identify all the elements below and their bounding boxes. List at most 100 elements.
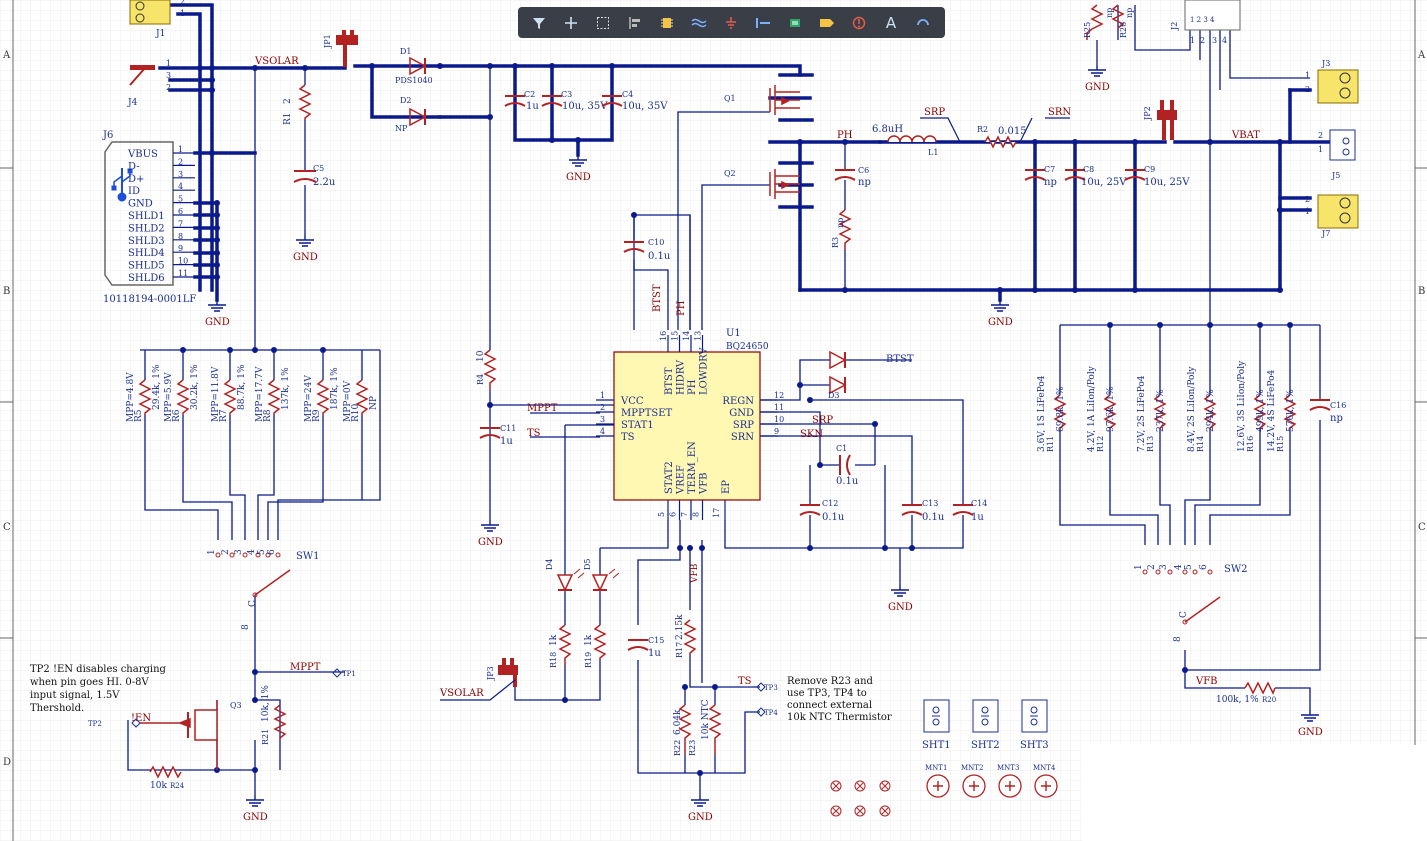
resistor-r1[interactable]: R1 2 (283, 84, 312, 125)
select-rect-icon[interactable] (590, 11, 616, 35)
capacitor-c9[interactable]: C9 10u, 25V (1124, 165, 1190, 188)
shunt-sht1[interactable]: SHT1 (922, 699, 951, 751)
capacitor-c5[interactable]: C5 2.2u (293, 164, 336, 188)
mosfet-q1[interactable]: Q1 (724, 85, 800, 115)
capacitor-c12[interactable]: C12 0.1u (799, 499, 845, 523)
testpoint-tp1[interactable]: TP1 (332, 668, 356, 678)
u1-pin-num: 4 (600, 427, 605, 436)
resistor-ref: R11 (1046, 436, 1055, 452)
diode-d1[interactable]: D1 PDS1040 (395, 47, 433, 85)
jumper-jp1[interactable]: JP1 (323, 30, 358, 67)
shunt-sht3[interactable]: SHT3 (1020, 699, 1049, 751)
capacitor-c7[interactable]: C7 np (1024, 165, 1057, 188)
resistor-ref: R15 (1276, 436, 1285, 452)
mosfet-q2[interactable]: Q2 (724, 169, 800, 199)
j1-pin1: 1 (180, 9, 185, 18)
capacitor-c8[interactable]: C8 10u, 25V (1064, 165, 1127, 188)
sw2-pin-contact (1207, 569, 1213, 575)
capacitor-c13[interactable]: C13 0.1u (901, 499, 945, 523)
resistor-r4[interactable]: R4 10 (476, 349, 497, 390)
resistor-r3[interactable]: R3 np (831, 209, 852, 250)
shunt-pin (1030, 706, 1038, 714)
mount-mnt4[interactable]: MNT4 (1033, 764, 1058, 798)
capacitor-c15[interactable]: C15 1u (627, 636, 664, 659)
connector-j1[interactable]: 2 1 J1 (129, 0, 185, 39)
capacitor-c16[interactable]: C16 np (1309, 399, 1346, 424)
resistor-r25[interactable]: R25 np (1083, 4, 1114, 40)
probe-icon[interactable] (846, 11, 872, 35)
arc-icon[interactable] (910, 11, 936, 35)
led-d5[interactable]: D5 (583, 558, 620, 592)
ic-u1[interactable]: U1 BQ24650 1VCC2MPPTSET3STAT14TS12REGN11… (596, 328, 784, 520)
connector-j7[interactable]: J7 2 1 (1305, 194, 1359, 238)
connector-j2[interactable]: 1 2 3 4 J2 1 2 3 4 (1170, 0, 1241, 45)
resistor-r26[interactable]: R26 np (1111, 4, 1134, 38)
ground-symbol: GND (688, 795, 713, 823)
shunt-sht2[interactable]: SHT2 (971, 699, 1000, 751)
jumper-jp2[interactable]: JP2 (1143, 100, 1177, 140)
resistor-r19[interactable]: R19 1k (584, 624, 607, 668)
crosshair-icon[interactable] (558, 11, 584, 35)
capacitor-c10[interactable]: C10 0.1u (623, 238, 671, 262)
mount-mnt1[interactable]: MNT1 (925, 764, 950, 798)
ground-lines (569, 155, 587, 167)
connector-j5[interactable]: 2 1 J5 (1318, 129, 1356, 180)
capacitor-c6[interactable]: C6 np (834, 166, 871, 188)
resistor-r23[interactable]: R23 10k NTC (688, 699, 722, 756)
diode-d2[interactable]: D2 NP (395, 96, 427, 133)
capacitor-c3[interactable]: C3 10u, 35V (541, 90, 608, 112)
connector-j4[interactable]: 1 3 2 J4 (127, 59, 171, 108)
wire-icon[interactable] (686, 11, 712, 35)
ground-icon[interactable] (718, 11, 744, 35)
testpoint-tp4[interactable]: TP4 (756, 707, 778, 717)
mount-mnt3[interactable]: MNT3 (997, 764, 1022, 798)
capacitor-c4[interactable]: C4 10u, 35V (601, 90, 668, 112)
port-icon[interactable] (814, 11, 840, 35)
mount-mnt2[interactable]: MNT2 (961, 764, 986, 798)
align-icon[interactable] (622, 11, 648, 35)
led-d4[interactable]: D4 (545, 558, 585, 592)
resistor-r17[interactable]: R17 2.15k (675, 614, 697, 658)
resistor-r20[interactable]: 100k, 1% R20 (1216, 681, 1276, 705)
diode-d3[interactable]: D3 (828, 350, 847, 400)
testpoint-tp2[interactable]: TP2 (88, 718, 141, 728)
u1-pin-name: SRP (733, 420, 754, 431)
resistor-label: 4.2V, 1A LiIon/Poly (1087, 365, 1097, 452)
jumper-jp3[interactable]: JP3 (486, 658, 518, 687)
part-icon[interactable] (782, 11, 808, 35)
testpoint-tp3[interactable]: TP3 (756, 682, 778, 692)
capacitor-c14[interactable]: C14 1u (952, 499, 987, 523)
text-icon[interactable]: A (885, 13, 897, 32)
connector-j3[interactable]: J3 1 2 (1305, 59, 1359, 104)
inductor-l1[interactable]: 6.8uH L1 (872, 124, 938, 157)
bus-icon[interactable] (750, 11, 776, 35)
capacitor-c1[interactable]: C1 0.1u (836, 444, 859, 487)
resistor-r22[interactable]: R22 6.04k (673, 704, 692, 756)
filter-icon[interactable] (526, 11, 552, 35)
resistor-value: 30.2k, 1% (190, 364, 200, 410)
capacitor-c11[interactable]: C11 1u (479, 424, 516, 447)
mosfet-q3[interactable]: Q3 (140, 700, 242, 770)
resistor-r21[interactable]: R21 10k, 1% (261, 685, 287, 745)
resistor-r2[interactable]: R2 0.015 (977, 125, 1027, 149)
resistor-r18[interactable]: R18 1k (549, 624, 572, 668)
resistor-r24[interactable]: 10k R24 (149, 765, 185, 791)
capacitor-c2[interactable]: C2 1u (504, 90, 539, 112)
component-icon[interactable] (654, 11, 680, 35)
